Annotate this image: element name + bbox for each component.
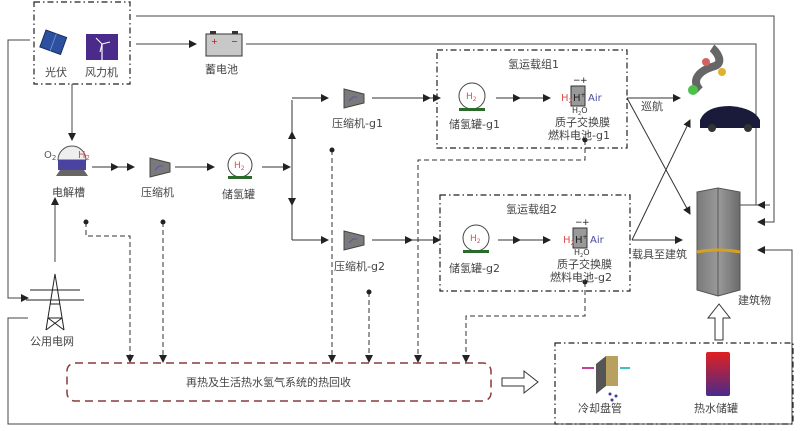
car-road-icon (688, 44, 760, 132)
compressor-g2-label: 压缩机-g2 (334, 259, 385, 273)
vehicle-to-building-label: 载具至建筑 (632, 247, 687, 261)
cooling-coil-icon (582, 356, 630, 402)
electrolyzer-label: 电解槽 (52, 185, 85, 199)
svg-text:+: + (211, 37, 218, 46)
svg-text:−: − (573, 76, 581, 86)
heat-source-dots (83, 137, 588, 295)
tank-g2-label: 储氢罐-g2 (449, 261, 500, 275)
wind-label: 风力机 (85, 65, 118, 79)
fc-g1-h2-label: H2 (561, 93, 573, 105)
heat-recovery-box (66, 362, 492, 402)
fc-g1-label-line1: 质子交换膜 (555, 115, 610, 129)
fc-g2-h2o-label: H2O (574, 248, 590, 259)
renewables-group-box (33, 1, 131, 85)
power-grid-tower-icon (26, 273, 84, 331)
compressor-g1-icon (343, 88, 365, 109)
hydrogen-tank-icon: H2 (227, 152, 253, 179)
hot-water-tank-label: 热水储罐 (694, 401, 738, 415)
compressor-icon (149, 157, 171, 178)
h2-label: H2 (78, 150, 90, 162)
pv-label: 光伏 (45, 65, 67, 79)
solar-panel-icon (39, 29, 68, 56)
thermal-terminal-box (554, 342, 794, 425)
fc-g2-air-label: Air (590, 235, 605, 246)
fc-g1-label-line2: 燃料电池-g1 (548, 128, 610, 142)
battery-to-building-arrow (756, 180, 760, 205)
building-label: 建筑物 (738, 293, 771, 307)
hydrogen-carrier-group-1-box (436, 49, 628, 149)
compressor-g2-icon (343, 230, 365, 251)
hydrogen-tank-g2-icon: H2 (462, 224, 490, 253)
svg-text:H2: H2 (470, 234, 481, 245)
cooling-coil-label: 冷却盘管 (578, 401, 622, 415)
svg-text:−: − (231, 37, 238, 46)
compressor-g1-label: 压缩机-g1 (332, 116, 383, 130)
battery-label: 蓄电池 (205, 63, 238, 76)
group2-title: 氢运载组2 (506, 202, 557, 216)
hot-water-tank-icon (706, 352, 730, 396)
group1-title: 氢运载组1 (508, 57, 559, 71)
svg-text:H2: H2 (466, 92, 477, 103)
compressor-label: 压缩机 (141, 185, 174, 199)
wind-turbine-icon (86, 34, 118, 60)
terminal-to-building-arrow (706, 303, 732, 341)
svg-text:+: + (582, 218, 590, 228)
heat-to-terminal-arrow (501, 369, 539, 395)
fc-g2-h2-label: H2 (563, 235, 575, 247)
fc-g1-h2o-label: H2O (572, 106, 588, 117)
hydrogen-carrier-group-2-box (439, 194, 631, 292)
fuel-cell-g2-icon: H+ − + (572, 218, 590, 249)
main-chain-lines (92, 94, 691, 244)
cruise-label: 巡航 (641, 99, 663, 113)
hydrogen-tank-g1-icon: H2 (458, 82, 486, 111)
building-icon (696, 187, 741, 297)
tank-g1-label: 储氢罐-g1 (449, 117, 500, 131)
svg-text:−: − (575, 218, 583, 228)
storage-tank-label: 储氢罐 (222, 187, 255, 201)
fuel-cell-g1-icon: H+ − + (570, 76, 588, 107)
battery-icon: + − (205, 31, 243, 57)
fc-g2-label-line1: 质子交换膜 (557, 257, 612, 271)
svg-text:H2: H2 (234, 161, 245, 172)
electrolyzer-icon (56, 145, 88, 176)
grid-label: 公用电网 (30, 335, 74, 348)
o2-label: O2 (44, 150, 56, 162)
heat-recovery-label: 再热及生活热水氢气系统的热回收 (186, 375, 351, 389)
fc-g2-label-line2: 燃料电池-g2 (550, 270, 612, 284)
fc-g1-air-label: Air (588, 93, 603, 104)
heat-recovery-lines (85, 140, 586, 363)
svg-text:+: + (580, 76, 588, 86)
